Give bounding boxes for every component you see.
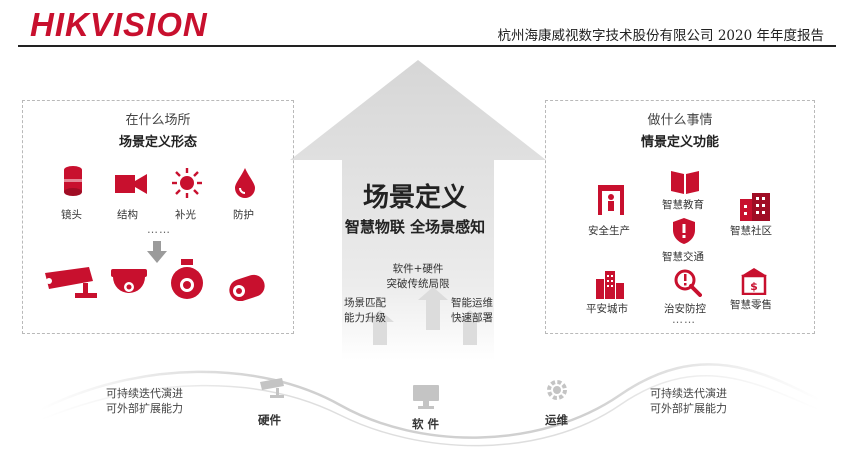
water-drop-icon [235,168,255,198]
public-security-label: 治安防控 [664,303,706,315]
software-monitor-icon [413,385,439,409]
center-left-note-line2: 能力升级 [344,312,386,324]
protection-label: 防护 [233,209,254,221]
right-panel-subtitle: 做什么事情 [647,113,713,128]
sun-icon [172,168,202,198]
center-right-note-line2: 快速部署 [451,312,493,324]
fill-light-label: 补光 [175,209,196,221]
center-right-note: 智能运维 快速部署 [440,296,504,326]
center-top-note-line2: 突破传统局限 [386,278,450,290]
down-arrow-icon [147,241,167,263]
center-title: 场景定义 [362,183,467,213]
right-bottom-text-line2: 可外部扩展能力 [650,402,727,415]
right-panel-title: 情景定义功能 [640,135,719,150]
left-bottom-text: 可持续迭代演进 可外部扩展能力 [106,386,183,416]
right-bottom-text-line1: 可持续迭代演进 [650,387,727,400]
right-panel: 做什么事情 情景定义功能 安全生产 智慧教育 智慧社区 智慧交通 [545,100,815,334]
center-left-note-line1: 场景匹配 [344,297,386,309]
retail-store-icon: $ [741,268,767,295]
smart-traffic-label: 智慧交通 [662,251,704,263]
report-title: 杭州海康威视数字技术股份有限公司 2020 年年度报告 [497,28,824,44]
right-panel-ellipsis: …… [672,313,696,326]
center-top-note: 软件+硬件 突破传统局限 [378,262,458,292]
smart-community-label: 智慧社区 [730,225,772,237]
left-panel: 在什么场所 场景定义形态 镜头 结构 补光 防护 …… [22,100,294,334]
svg-text:$: $ [750,280,758,293]
center-left-note: 场景匹配 能力升级 [333,296,397,326]
left-bottom-text-line2: 可外部扩展能力 [106,402,183,415]
operations-gear-icon [547,380,567,400]
up-arrow-graphic [290,60,546,360]
shield-icon [673,218,695,244]
hardware-camera-icon [260,378,284,398]
ptz-camera-icon [171,259,203,299]
safety-production-icon [598,185,624,215]
camera-structure-icon [115,174,147,194]
book-icon [671,171,699,194]
left-panel-ellipsis: …… [147,223,171,236]
right-bottom-text: 可持续迭代演进 可外部扩展能力 [650,386,727,416]
software-label: 软 件 [412,417,440,431]
lens-label: 镜头 [61,209,82,221]
dome-camera-icon [111,269,147,293]
smart-retail-label: 智慧零售 [730,299,772,311]
hikvision-logo: HIKVISION [30,6,208,43]
structure-label: 结构 [117,209,138,221]
smart-education-label: 智慧教育 [662,199,704,211]
center-subtitle: 智慧物联 全场景感知 [344,218,486,236]
center-right-note-line1: 智能运维 [451,297,493,309]
lens-icon [64,166,82,196]
hardware-label: 硬件 [258,413,281,427]
safe-city-label: 平安城市 [586,303,628,315]
bottom-wave-graphic [39,363,821,447]
left-panel-subtitle: 在什么场所 [125,113,191,128]
left-panel-title: 场景定义形态 [118,135,197,150]
community-building-icon [740,193,770,221]
center-top-note-line1: 软件+硬件 [392,263,444,275]
header-rule [18,45,836,47]
turret-camera-icon [229,274,265,301]
left-bottom-text-line1: 可持续迭代演进 [106,387,183,400]
bullet-camera-icon [45,267,97,298]
safety-production-label: 安全生产 [588,225,630,237]
city-building-icon [596,271,624,299]
magnifier-icon [674,269,702,297]
operations-label: 运维 [545,413,568,427]
